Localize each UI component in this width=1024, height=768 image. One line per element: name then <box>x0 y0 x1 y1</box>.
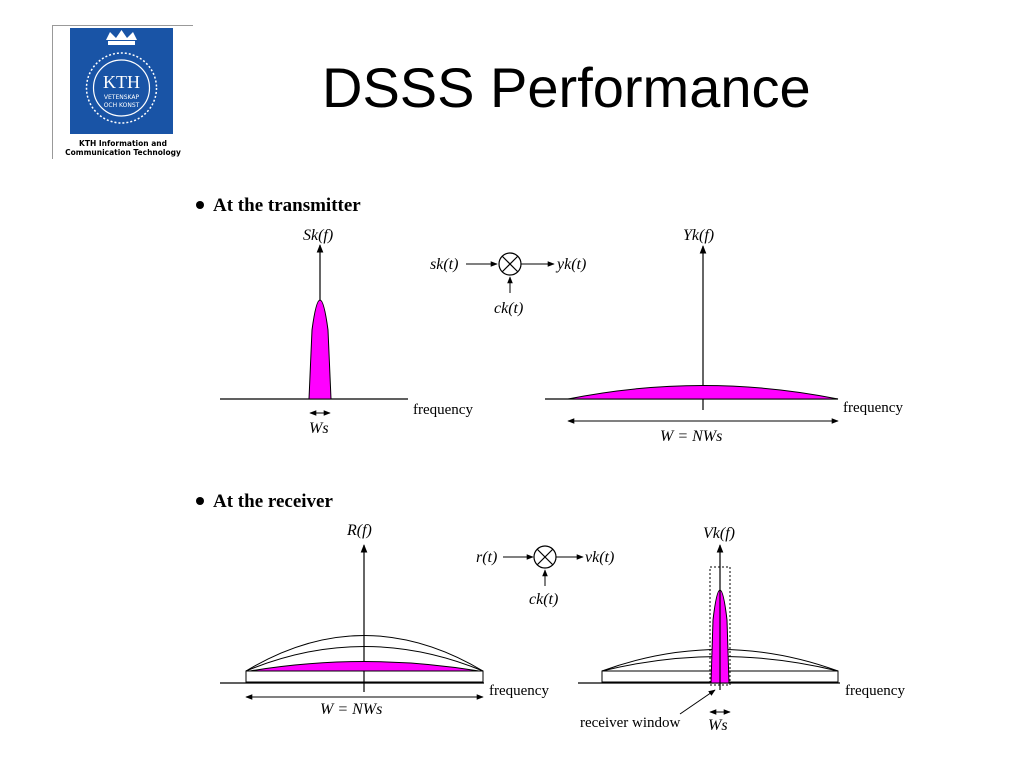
rx-mixer-output-label: vk(t) <box>585 549 614 566</box>
bullet-transmitter <box>196 201 204 209</box>
bullet-receiver <box>196 497 204 505</box>
kth-emblem: KTH VETENSKAP OCH KONST <box>70 28 173 134</box>
logo-caption-line2: Communication Technology <box>65 148 181 157</box>
r-signal-spectrum <box>249 661 480 672</box>
logo-caption: KTH Information and Communication Techno… <box>53 139 193 157</box>
r-interference-curve-outer <box>245 635 484 672</box>
kth-seal-icon: KTH VETENSKAP OCH KONST <box>85 30 158 124</box>
heading-transmitter: At the transmitter <box>213 195 361 216</box>
rx-code-label: ck(t) <box>529 591 558 608</box>
yk-axis-label: Yk(f) <box>683 227 714 244</box>
freq-label-tx-right: frequency <box>843 400 903 416</box>
tx-mixer-output-label: yk(t) <box>555 256 586 273</box>
tx-code-label: ck(t) <box>494 300 523 317</box>
logo-caption-line1: KTH Information and <box>79 139 167 148</box>
rx-mixer-input-label: r(t) <box>476 549 497 566</box>
freq-label-rx-left: frequency <box>489 683 549 699</box>
r-interference-curve-inner <box>245 646 484 672</box>
receiver-window-pointer <box>679 689 716 715</box>
r-axis-label: R(f) <box>346 522 372 539</box>
logo-line2: OCH KONST <box>104 102 140 109</box>
logo-wordmark: KTH <box>103 72 140 92</box>
receiver-window-box <box>709 566 731 686</box>
sk-axis-label: Sk(f) <box>303 227 333 244</box>
w-eq-label-tx: W = NWs <box>660 428 722 445</box>
yk-spread-spectrum <box>567 385 839 400</box>
crown-icon <box>106 30 137 40</box>
slide-title: DSSS Performance <box>322 56 811 119</box>
ws-label: Ws <box>309 420 329 437</box>
sk-narrowband-spectrum <box>308 299 332 400</box>
heading-receiver: At the receiver <box>213 491 333 512</box>
freq-label-tx-left: frequency <box>413 402 473 418</box>
vk-axis-label: Vk(f) <box>703 525 735 542</box>
w-eq-label-rx: W = NWs <box>320 701 382 718</box>
logo-line1: VETENSKAP <box>104 94 140 101</box>
tx-mixer-input-label: sk(t) <box>430 256 458 273</box>
receiver-window-label: receiver window <box>580 715 681 731</box>
kth-logo: KTH VETENSKAP OCH KONST KTH Information … <box>52 25 193 159</box>
freq-label-rx-right: frequency <box>845 683 905 699</box>
window-ws-label: Ws <box>708 717 728 734</box>
